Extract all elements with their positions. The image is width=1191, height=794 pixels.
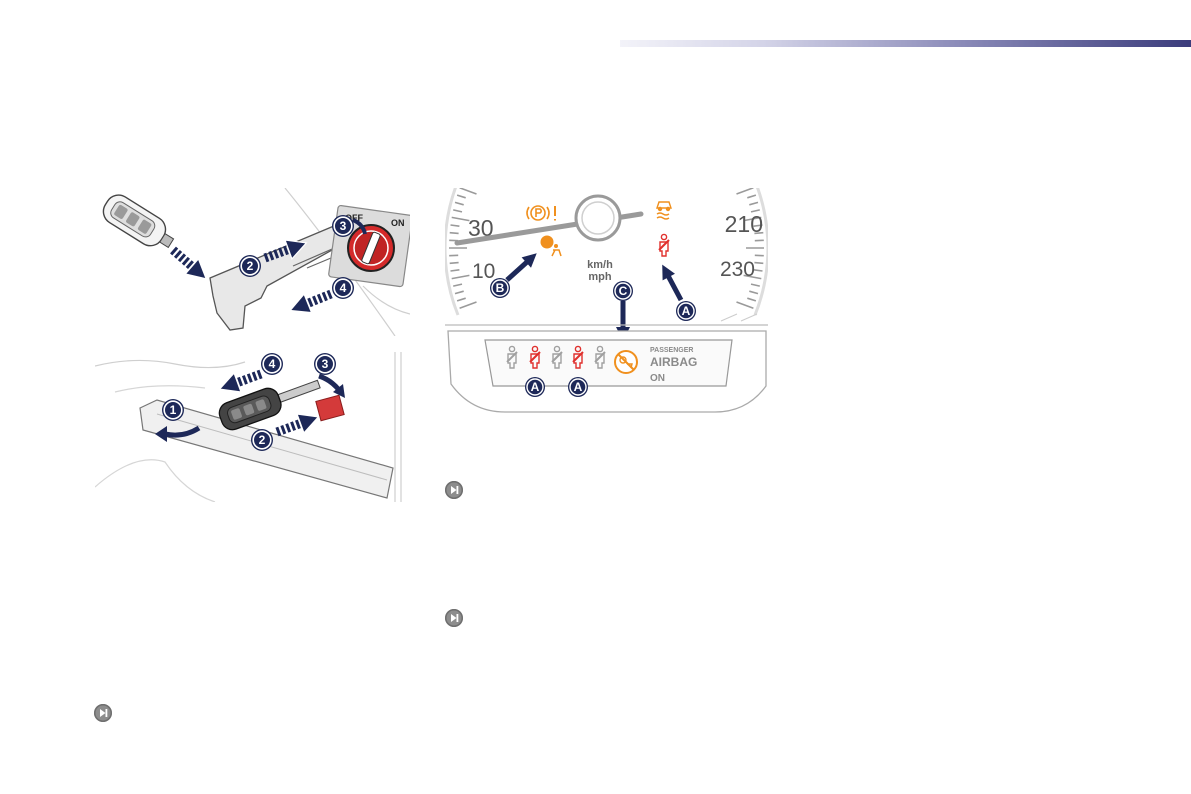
direction-arrow (166, 242, 212, 286)
callout-badge-a: A (676, 301, 696, 321)
key-fob (102, 194, 175, 249)
step-number: 1 (170, 403, 177, 417)
step-badge: 2 (251, 429, 273, 451)
svg-text:C: C (619, 284, 628, 298)
rotate-arrow (318, 373, 341, 392)
unit-mph-label: mph (588, 271, 612, 283)
roof-display-screen (484, 339, 733, 387)
step-badge: 4 (332, 277, 354, 299)
key-fob (218, 379, 321, 431)
dashboard-line (95, 459, 216, 502)
step-badge: 3 (314, 353, 336, 375)
airbag-switch (315, 394, 345, 422)
callout-badge-c: C (613, 281, 633, 301)
gauge-bezel-left (445, 188, 460, 316)
callout-badge-a: A (568, 377, 588, 397)
dashboard-line (394, 352, 402, 502)
gauge-ticks-right (736, 188, 764, 309)
airbag-warning-icon (540, 235, 562, 257)
callout-arrow (502, 248, 541, 285)
next-icon (94, 704, 112, 722)
passenger-airbag-off-icon (614, 350, 638, 374)
callout-badge-a: A (525, 377, 545, 397)
step-number: 4 (269, 357, 276, 371)
step-number: 3 (322, 357, 329, 371)
switch-on-label: ON (391, 218, 405, 228)
step-number: 2 (247, 259, 254, 273)
open-lid-arrow (164, 425, 201, 438)
speed-label: 10 (472, 260, 495, 283)
callout-badge-b: B (490, 278, 510, 298)
step-number: 2 (259, 433, 266, 447)
rotate-arrow (352, 218, 367, 235)
speed-label: 230 (720, 258, 755, 281)
panel-passenger-label: PASSENGER (650, 347, 693, 354)
glovebox-switch-illustration: 1 2 3 4 (95, 352, 402, 502)
panel-on-label: ON (650, 373, 665, 384)
panel-airbag-label: AIRBAG (650, 355, 697, 369)
step-badge: 4 (261, 353, 283, 375)
dashboard-line (95, 359, 246, 369)
seatbelt-icon (658, 233, 670, 257)
callout-arrow (656, 261, 687, 303)
svg-text:A: A (574, 380, 583, 394)
dashboard-line (114, 385, 206, 393)
gauge-ticks-left (449, 188, 477, 309)
gauge-hub (574, 194, 622, 242)
parking-brake-icon (526, 205, 556, 221)
svg-text:A: A (531, 380, 540, 394)
cluster-trim-line (720, 313, 758, 322)
instrument-cluster-illustration: 30 10 210 230 km/h mph B C (445, 188, 768, 413)
step-number: 3 (340, 219, 347, 233)
gauge-bezel-right (753, 188, 768, 316)
next-icon (445, 481, 463, 499)
svg-text:B: B (496, 281, 505, 295)
direction-arrow (286, 285, 334, 320)
step-badge: 1 (162, 399, 184, 421)
speed-label: 210 (725, 211, 763, 237)
header-accent-bar (620, 40, 1191, 47)
switch-off-label: OFF (345, 213, 363, 223)
esp-icon (656, 201, 672, 220)
airbag-key-switch-illustration: 2 OFF ON 3 4 (102, 188, 410, 336)
step-badge: 2 (239, 255, 261, 277)
svg-text:A: A (682, 304, 691, 318)
rotate-arrowhead (333, 384, 345, 398)
unit-kmh-label: km/h (587, 259, 613, 271)
step-badge: 3 (332, 215, 354, 237)
open-lid-arrowhead (155, 426, 167, 442)
next-icon (445, 609, 463, 627)
interior-line (362, 285, 410, 315)
step-number: 4 (340, 281, 347, 295)
